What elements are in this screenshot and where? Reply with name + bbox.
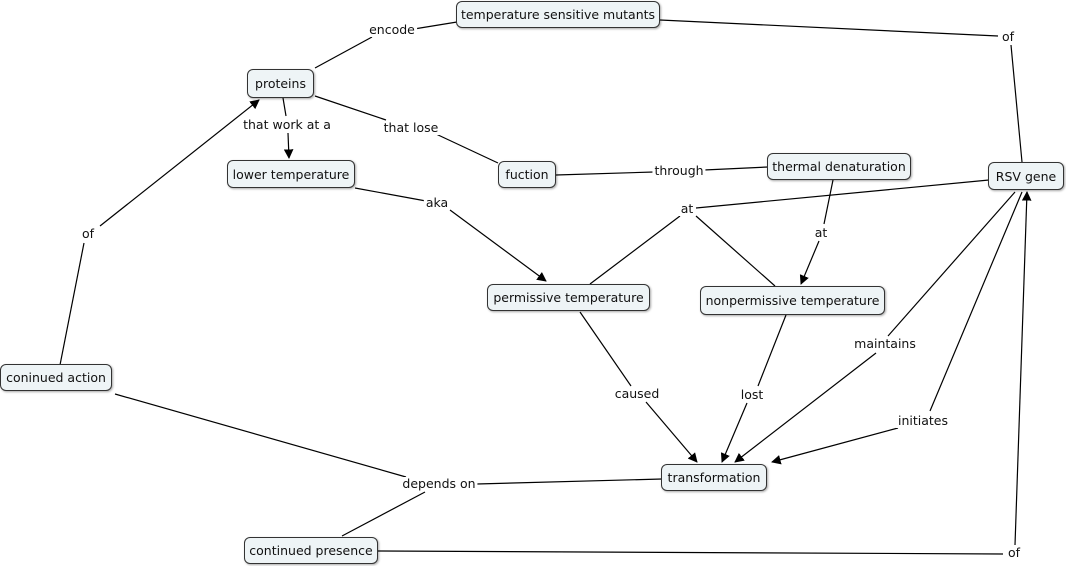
link-label-that-lose: that lose: [381, 120, 441, 135]
line-proteins-encode: [314, 36, 373, 69]
line-caused-transformation: [645, 401, 698, 463]
node-coninued-action[interactable]: coninued action: [0, 364, 112, 391]
link-label-that-work-at-a: that work at a: [241, 117, 333, 132]
node-nonpermissive-temperature[interactable]: nonpermissive temperature: [700, 286, 885, 315]
link-label-initiates: initiates: [895, 413, 951, 428]
line-of-proteins: [99, 99, 260, 227]
line-aka-permissive: [449, 209, 547, 282]
link-label-lost: lost: [738, 387, 766, 402]
line-thermal-at: [823, 179, 834, 225]
line-coninued-of: [59, 242, 85, 366]
line-presence-of: [377, 550, 1004, 555]
link-label-maintains: maintains: [852, 336, 918, 351]
node-fuction[interactable]: fuction: [498, 161, 556, 188]
link-label-of-top: of: [999, 29, 1017, 44]
node-rsv-gene[interactable]: RSV gene: [988, 162, 1064, 190]
line-at-permissive: [589, 215, 681, 285]
link-label-depends-on: depends on: [400, 476, 478, 491]
node-thermal-denaturation[interactable]: thermal denaturation: [767, 153, 911, 180]
link-label-at-rsv: at: [678, 201, 696, 216]
link-label-at-thermal: at: [812, 225, 830, 240]
node-temperature-sensitive-mutants[interactable]: temperature sensitive mutants: [456, 1, 660, 28]
node-transformation[interactable]: transformation: [661, 464, 767, 491]
line-tsm-of: [659, 19, 999, 37]
line-initiates-transformation: [771, 427, 899, 465]
line-encode-tsm: [413, 21, 458, 30]
line-maintains-transformation: [734, 352, 877, 463]
link-label-encode: encode: [367, 22, 417, 37]
line-rsv-initiates: [929, 191, 1023, 412]
line-proteins-thatlose: [314, 95, 387, 121]
line-fuction-through: [555, 171, 655, 176]
line-workat-lowertemp: [283, 132, 294, 159]
line-thatlose-fuction: [435, 133, 499, 164]
line-at-nonpermissive2: [799, 240, 820, 285]
line-of-rsv: [1010, 44, 1023, 163]
link-label-aka: aka: [423, 195, 451, 210]
line-through-thermal: [703, 166, 769, 171]
line-dependson-transformation: [476, 478, 663, 485]
link-label-of-bottom: of: [1005, 545, 1023, 560]
line-at-nonpermissive: [695, 215, 776, 287]
line-lost-transformation: [720, 402, 748, 463]
line-presence-dependson: [341, 491, 426, 537]
line-of-rsv-bottom: [1014, 191, 1032, 546]
line-lowertemp-aka: [354, 187, 427, 202]
line-coninued-dependson: [114, 393, 407, 478]
node-permissive-temperature[interactable]: permissive temperature: [487, 284, 650, 311]
line-rsv-maintains: [887, 191, 1016, 337]
line-rsv-at: [695, 179, 990, 209]
line-permissive-caused: [579, 311, 632, 387]
link-label-through: through: [652, 163, 706, 178]
line-proteins-workat: [282, 97, 287, 117]
node-lower-temperature[interactable]: lower temperature: [227, 160, 355, 188]
link-label-of-left: of: [79, 226, 97, 241]
node-proteins[interactable]: proteins: [247, 69, 314, 98]
link-label-caused: caused: [612, 386, 662, 401]
line-nonpermissive-lost: [757, 314, 787, 387]
node-continued-presence[interactable]: continued presence: [244, 537, 378, 564]
